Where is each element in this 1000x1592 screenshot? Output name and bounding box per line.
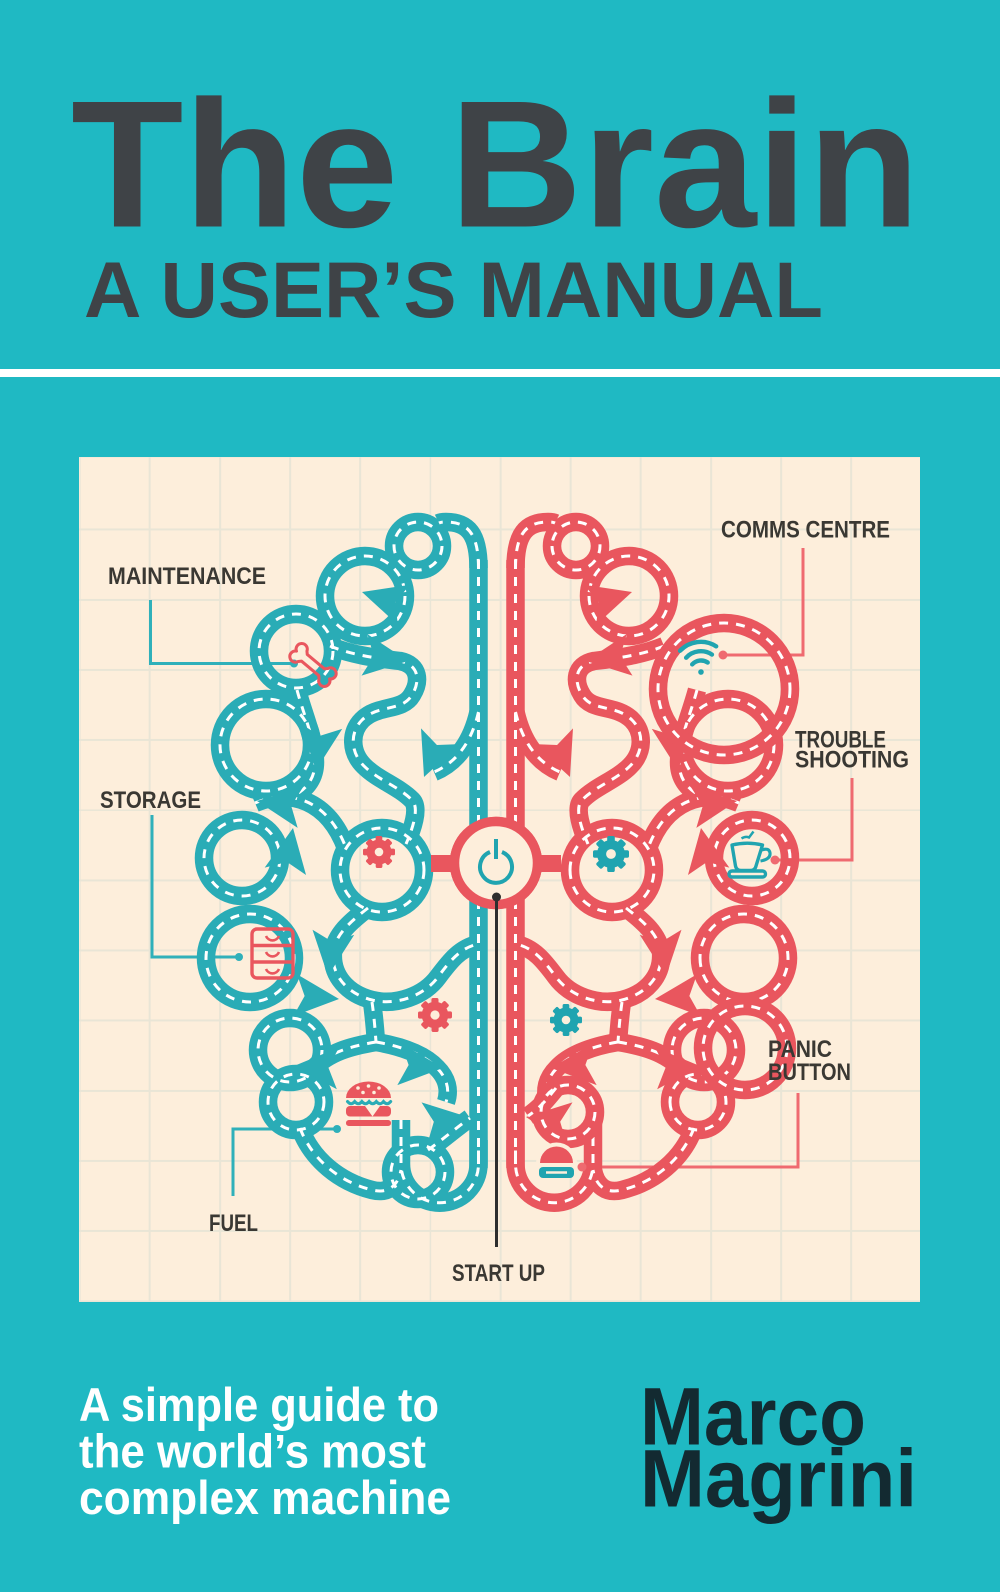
svg-text:BUTTON: BUTTON [768,1059,851,1086]
svg-text:STORAGE: STORAGE [100,787,201,814]
svg-text:A USER’S MANUAL: A USER’S MANUAL [84,245,823,334]
svg-text:PANIC: PANIC [768,1036,832,1063]
svg-text:The Brain: The Brain [71,64,920,266]
svg-text:MAINTENANCE: MAINTENANCE [108,563,266,590]
svg-text:A simple guide to: A simple guide to [79,1379,439,1432]
svg-text:the world’s most: the world’s most [79,1426,426,1479]
svg-text:Marco: Marco [640,1372,866,1463]
svg-text:complex machine: complex machine [79,1472,451,1525]
svg-text:FUEL: FUEL [209,1210,258,1237]
svg-text:Magrini: Magrini [640,1434,917,1525]
svg-text:COMMS CENTRE: COMMS CENTRE [721,517,890,544]
svg-text:START UP: START UP [452,1260,545,1287]
svg-text:SHOOTING: SHOOTING [795,747,909,774]
svg-text:TROUBLE: TROUBLE [795,727,886,754]
